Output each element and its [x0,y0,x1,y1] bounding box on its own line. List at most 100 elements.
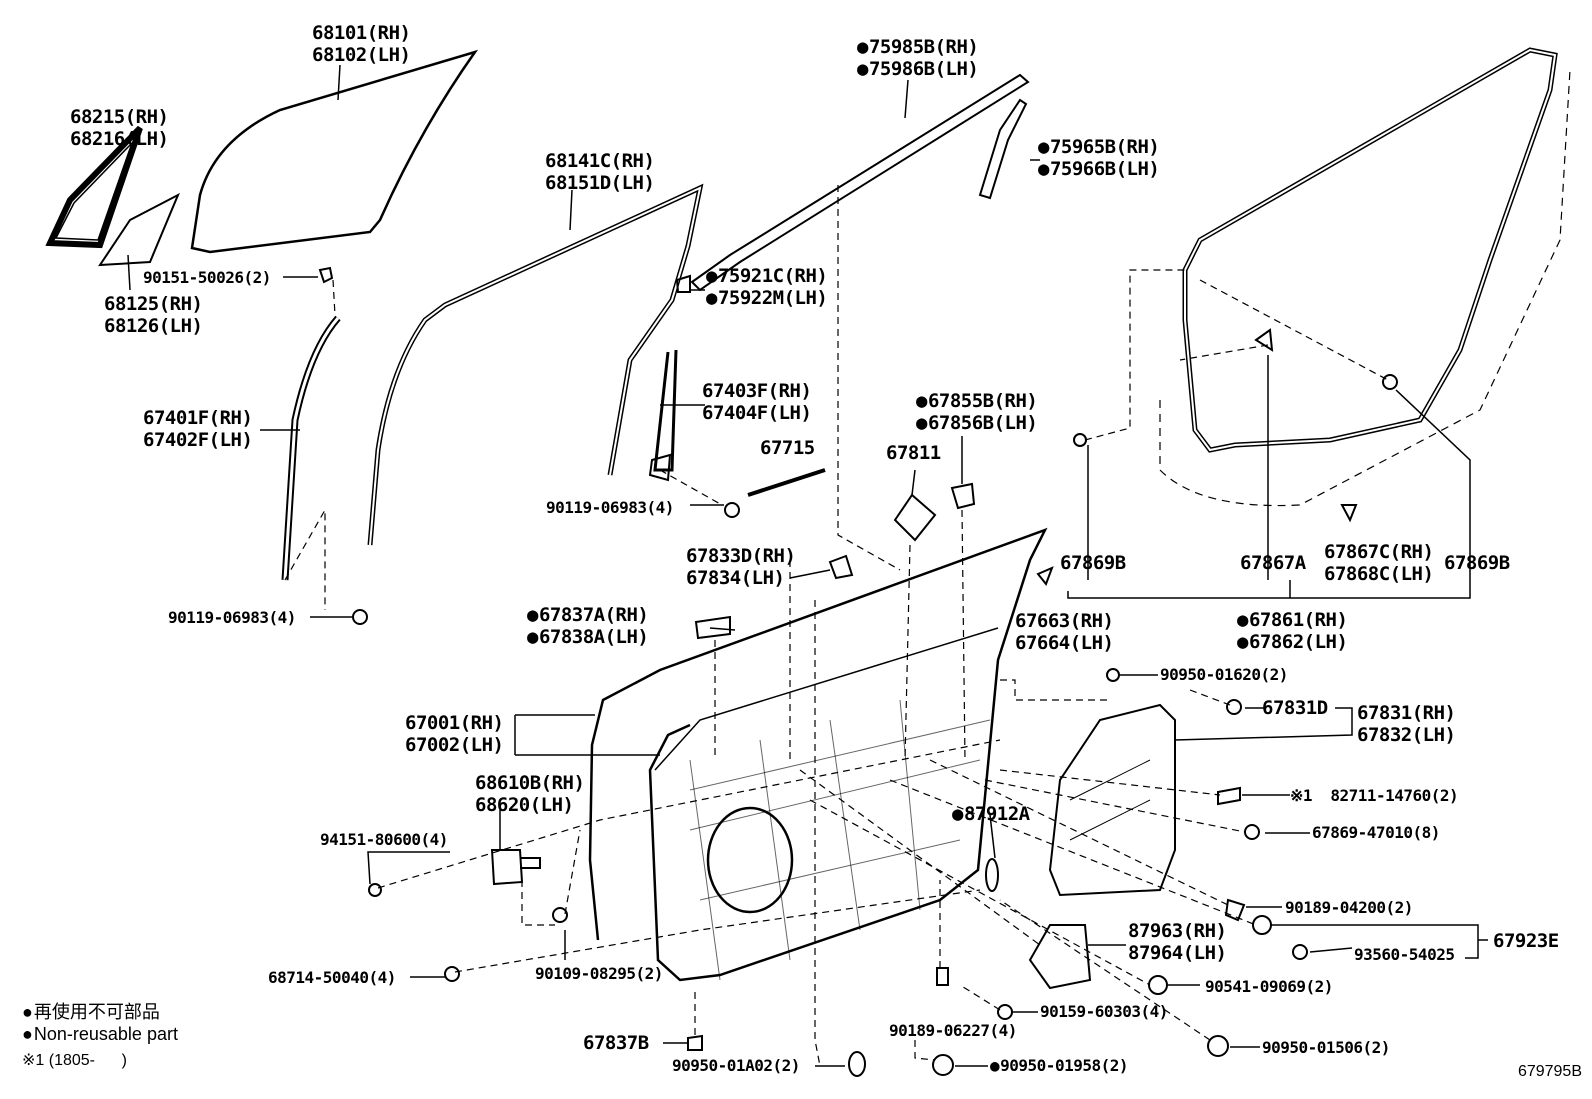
label-75921c: 75921C(RH) [706,265,828,287]
label-67869b-right: 67869B [1444,552,1510,574]
label-67861: 67861(RH) [1237,609,1348,631]
label-67867a: 67867A [1240,552,1306,574]
door-outline-dashed [1159,69,1571,507]
label-67401f: 67401F(RH)67402F(LH) [143,407,253,451]
label-67869b-left: 67869B [1060,552,1126,574]
label-87912a: 87912A [952,803,1030,825]
legend-jp: 再使用不可部品 [22,998,160,1024]
stopper-67663 [1036,566,1054,586]
clip-90189 [1224,898,1246,922]
clip-06227 [936,967,949,986]
clip-67867a [1254,328,1274,352]
label-75985b: 75985B(RH) [857,36,979,58]
label-90189-04200: 90189-04200(2) [1285,898,1413,917]
label-67855b: 67855B(RH) [916,390,1038,412]
label-67856b: 67856B(LH) [916,412,1038,434]
plug-icon [1148,975,1168,995]
label-67867c: 67867C(RH)67868C(LH) [1324,541,1434,585]
label-90950-01958: 90950-01958(2) [990,1056,1128,1076]
pad-67811 [893,493,937,542]
nut-icon [368,883,382,897]
label-87963: 87963(RH)87964(LH) [1128,920,1227,964]
plug-icon [932,1054,954,1076]
tape-67715 [747,468,826,497]
legend-en: Non-reusable part [22,1024,178,1045]
label-90159: 90159-60303(4) [1040,1002,1168,1021]
label-90541: 90541-09069(2) [1205,977,1333,996]
label-75922m: 75922M(LH) [706,287,828,309]
quarter-window-glass [45,125,143,249]
figure-code: 679795B [1517,1063,1582,1080]
label-90119-left: 90119-06983(4) [168,608,296,627]
label-68215: 68215(RH)68216(LH) [70,106,169,150]
cap-75921 [675,274,691,293]
clip-67837a [694,615,731,640]
label-75965b: 75965B(RH) [1038,136,1160,158]
seal-67403 [653,349,678,472]
plug-icon [444,966,460,982]
screw-icon [1252,915,1272,935]
label-67831: 67831(RH)67832(LH) [1357,702,1456,746]
plug-icon [1106,668,1120,682]
bolt-icon [724,502,740,518]
label-67833d: 67833D(RH)67834(LH) [686,545,796,589]
label-90189-06227: 90189-06227(4) [889,1021,1017,1040]
clip-icon [1382,374,1398,390]
plug-icon [848,1051,866,1077]
label-67838a: 67838A(LH) [527,626,649,648]
clip-icon [1073,433,1087,447]
door-hinge [490,849,524,886]
label-93560: 93560-54025 [1354,945,1455,964]
plug-icon [1207,1035,1229,1057]
belt-moulding [690,73,1030,292]
label-94151: 94151-80600(4) [320,830,448,849]
label-68141c: 68141C(RH)68151D(LH) [545,150,655,194]
door-glass [190,49,479,254]
pillar-garnish [978,98,1028,200]
clip-icon [1226,699,1242,715]
label-75986b: 75986B(LH) [857,58,979,80]
label-68125: 68125(RH)68126(LH) [104,293,203,337]
label-75966b: 75966B(LH) [1038,158,1160,180]
label-82711: ※1 82711-14760(2) [1290,786,1459,805]
screw-90151 [318,266,334,284]
label-67715: 67715 [760,437,815,459]
label-67663: 67663(RH)67664(LH) [1015,610,1114,654]
label-67403f: 67403F(RH)67404F(LH) [702,380,812,424]
label-67837a: 67837A(RH) [527,604,649,626]
label-90950-01620: 90950-01620(2) [1160,665,1288,684]
label-67862: 67862(LH) [1237,631,1348,653]
label-67811: 67811 [886,442,941,464]
label-90950-01a02: 90950-01A02(2) [672,1056,800,1075]
label-67869-47010: 67869-47010(8) [1312,823,1440,842]
label-90119-mid: 90119-06983(4) [546,498,674,517]
legend-note: ※1 (1805- ) [22,1052,127,1069]
lower-clip-67837b [687,1034,703,1051]
label-67001: 67001(RH)67002(LH) [405,712,504,756]
label-90151: 90151-50026(2) [143,268,271,287]
clip-67833 [828,554,854,580]
harness-clamp [1217,786,1241,806]
screw-icon [1292,944,1308,960]
label-68610b: 68610B(RH)68620(LH) [475,772,585,816]
clip-icon [1244,824,1260,840]
bolt-icon [352,609,368,625]
bolt-icon [552,907,568,923]
clip-67855 [950,482,976,510]
dc-cover [1028,924,1092,990]
service-hole-cover [1048,703,1176,897]
silencer-87912 [985,858,999,892]
label-67923e: 67923E [1493,930,1559,952]
label-90109: 90109-08295(2) [535,964,663,983]
bolt-icon [997,1004,1013,1020]
label-67831d: 67831D [1262,697,1328,719]
label-68101: 68101(RH)68102(LH) [312,22,411,66]
door-inner-panel [588,527,1048,982]
quarter-panel [98,192,180,267]
speaker-opening [706,806,794,914]
label-68714: 68714-50040(4) [268,968,396,987]
label-67837b: 67837B [583,1032,649,1054]
clip-67867c [1340,504,1358,523]
